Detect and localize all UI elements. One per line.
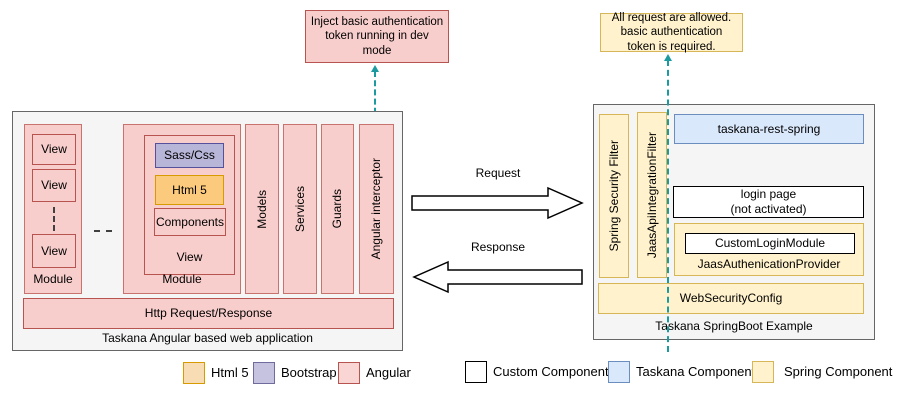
legend-label-spring: Spring Component: [784, 364, 893, 379]
module-label: Module: [162, 272, 202, 286]
html5-box: Html 5: [155, 175, 224, 205]
legend-label-taskana: Taskana Component: [636, 364, 756, 379]
response-label: Response: [470, 240, 526, 254]
dashed-arrowhead-left: [371, 65, 379, 72]
legend-label-custom: Custom Component: [493, 364, 609, 379]
module-label: Module: [33, 272, 73, 286]
dashed-connector-right: [667, 60, 669, 352]
legend-label-bootstrap: Bootstrap: [281, 365, 337, 380]
note-requests-allowed: All request are allowed. basic authentic…: [600, 12, 743, 53]
springboot-container: Spring Security Filter JaasApiIntegratio…: [593, 104, 875, 340]
jaas-provider-label: JaasAuthenicationProvider: [697, 257, 841, 271]
jaas-api-integration-filter: JaasApiIntegrationFilter: [637, 112, 667, 278]
angular-app-container: View View View Module Sass/Css Html 5 Co…: [12, 111, 403, 351]
column-angular-interceptor: Angular interceptor: [359, 124, 394, 294]
response-arrow: [412, 260, 583, 294]
legend-label-angular: Angular: [366, 365, 411, 380]
note-inject-token: Inject basic authentication token runnin…: [305, 10, 449, 63]
taskana-rest-spring-box: taskana-rest-spring: [674, 114, 864, 144]
custom-login-module-box: CustomLoginModule: [685, 233, 855, 254]
spring-security-filter: Spring Security Filter: [599, 114, 629, 278]
view-box: View: [32, 134, 76, 165]
request-arrow: [411, 186, 584, 220]
legend-swatch-taskana: [608, 361, 630, 383]
view-label: View: [176, 250, 203, 264]
dashed-connector-left: [374, 71, 376, 123]
dashed-arrowhead-right: [664, 54, 672, 61]
column-services: Services: [283, 124, 317, 294]
module-1: View View View Module: [24, 124, 82, 294]
legend-swatch-bootstrap: [253, 362, 275, 384]
legend-label-html5: Html 5: [211, 365, 249, 380]
components-box: Components: [154, 208, 226, 236]
web-security-config-bar: WebSecurityConfig: [598, 283, 864, 314]
module-2: Sass/Css Html 5 Components View Module: [123, 124, 241, 294]
jaas-authentication-provider-box: CustomLoginModule JaasAuthenicationProvi…: [674, 223, 864, 276]
login-page-box: login page (not activated): [673, 186, 864, 218]
view-box: View: [32, 234, 76, 268]
legend-swatch-spring: [752, 361, 774, 383]
sass-css-box: Sass/Css: [155, 143, 224, 168]
horizontal-ellipsis: [94, 230, 112, 232]
angular-app-caption: Taskana Angular based web application: [102, 331, 313, 345]
view-box: View: [32, 169, 76, 202]
request-label: Request: [475, 166, 521, 180]
legend-swatch-html5: [183, 362, 205, 384]
legend-swatch-angular: [338, 362, 360, 384]
legend-swatch-custom: [465, 361, 487, 383]
springboot-caption: Taskana SpringBoot Example: [655, 319, 813, 333]
vertical-ellipsis: [53, 207, 55, 231]
http-request-response-bar: Http Request/Response: [23, 298, 394, 329]
column-models: Models: [245, 124, 279, 294]
column-guards: Guards: [321, 124, 354, 294]
view-wrapper: Sass/Css Html 5 Components View: [144, 135, 235, 275]
